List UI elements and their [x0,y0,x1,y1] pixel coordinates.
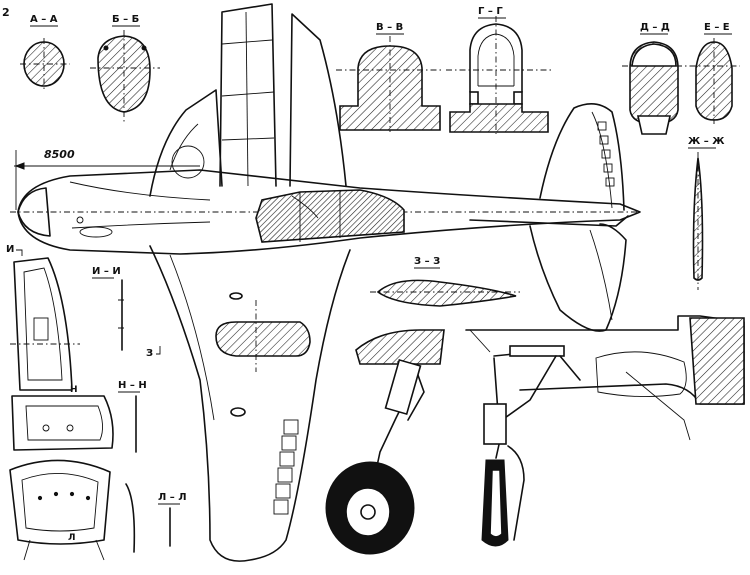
section-vv: В – В [336,22,444,132]
section-dd-label: Д – Д [640,22,670,33]
section-zz-label: З – З [414,256,440,267]
section-bb-label: Б – Б [112,14,139,25]
marker-l: Л [68,533,75,543]
section-ii-label: И – И [92,266,121,277]
section-ll-label: Л – Л [158,492,187,503]
landing-gear-front [465,315,745,547]
section-zz: З – З [370,256,520,307]
section-bb: Б – Б [90,14,160,124]
section-nn-label: Н – Н [118,380,147,391]
section-aa-label: А – А [30,14,58,25]
section-ee-label: Е – Е [704,22,730,33]
section-vv-label: В – В [376,22,403,33]
length-dimension: 8500 [14,148,200,210]
frame-sections: И Н Л [6,244,114,561]
section-ee: Е – Е [690,22,740,124]
section-zhzh-label: Ж – Ж [688,136,725,147]
section-dd: Д – Д [622,22,690,135]
marker-n: Н [70,385,78,395]
section-aa: А – А [20,14,70,92]
page-number: 2 [2,6,10,19]
marker-i: И [6,244,14,255]
section-gg-label: Г – Г [478,6,503,17]
section-zhzh: Ж – Ж [688,136,725,290]
side-view [10,103,641,255]
landing-gear-side [325,329,445,555]
frame-labels: И – И Н – Н Л – Л [92,266,187,553]
plan-view: З [146,3,627,562]
dimension-label: 8500 [44,148,75,161]
marker-z: З [146,348,153,359]
section-gg: Г – Г [446,6,552,134]
